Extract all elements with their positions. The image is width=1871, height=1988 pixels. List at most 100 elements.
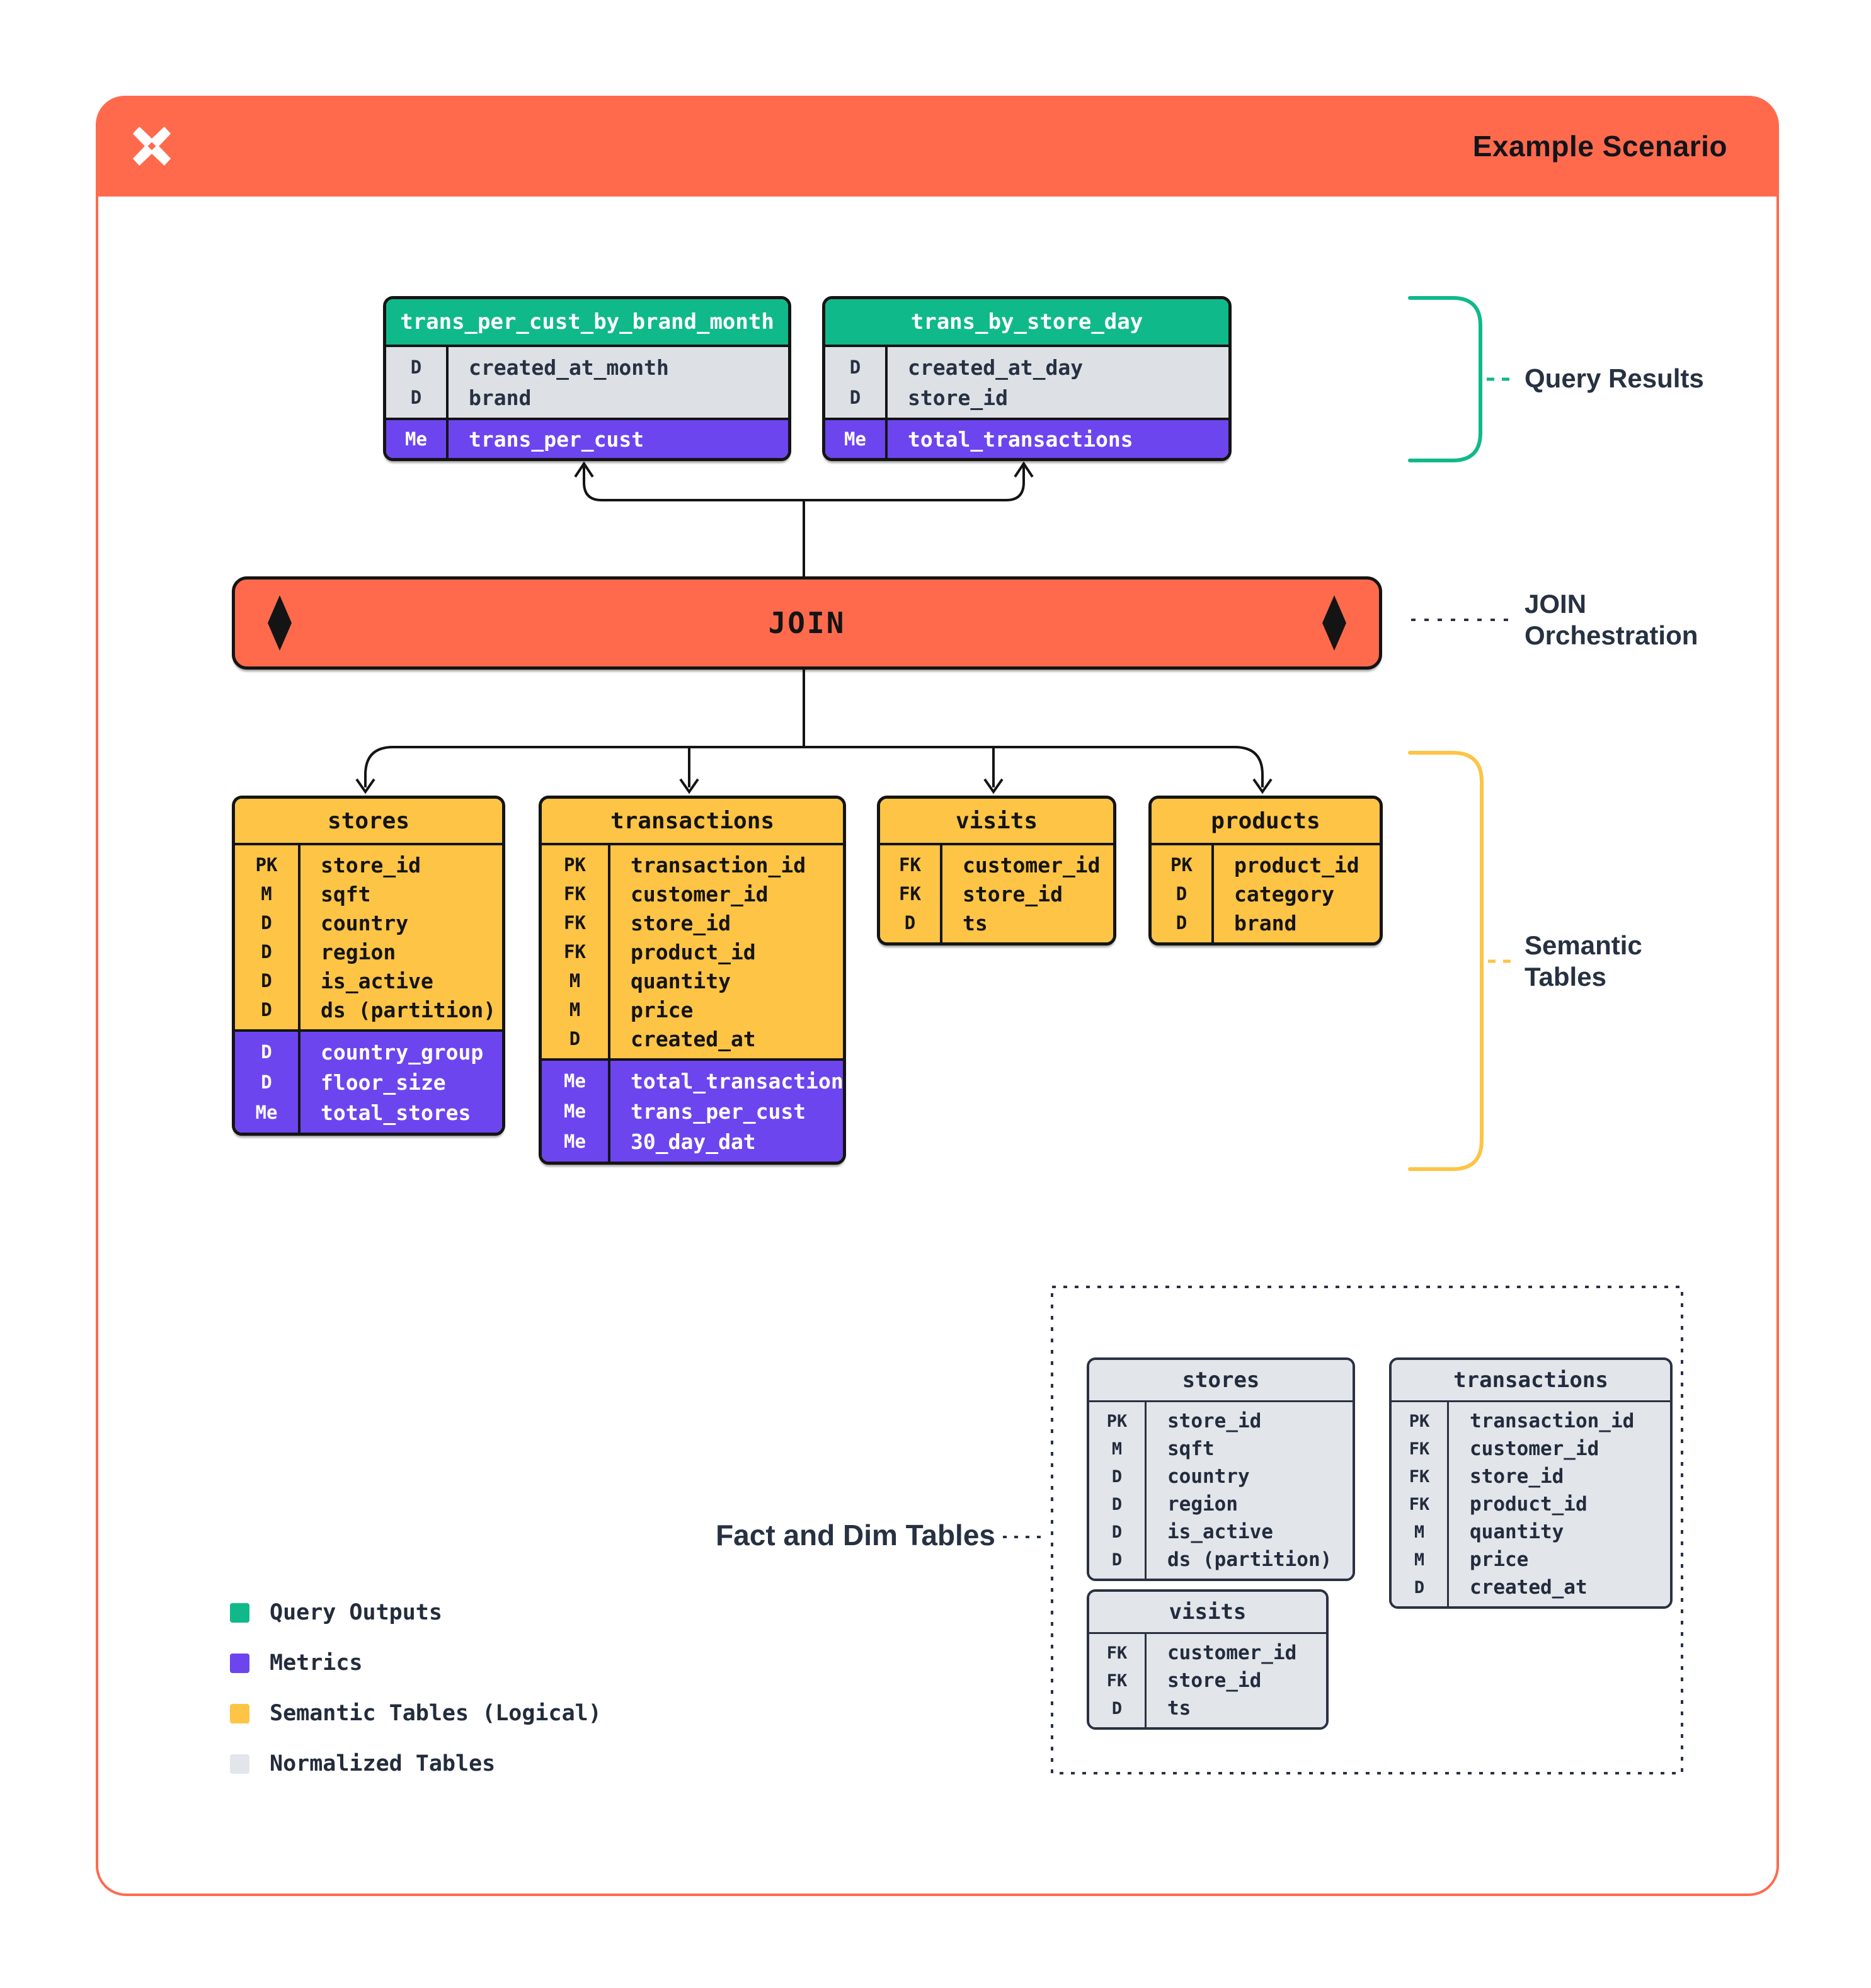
table-title: stores <box>1089 1360 1353 1400</box>
row-name: quantity <box>1470 1521 1564 1543</box>
row-name: is_active <box>1167 1521 1273 1543</box>
legend-label: Semantic Tables (Logical) <box>270 1701 602 1726</box>
row-key: Me <box>405 428 427 450</box>
row-key: D <box>261 941 272 963</box>
table-row: FK store_id <box>542 908 843 937</box>
semantic-tables-label: Semantic Tables <box>1525 930 1642 993</box>
row-key: M <box>569 970 581 991</box>
row-key: M <box>261 883 272 905</box>
diamond-icon <box>268 595 292 651</box>
legend: Query Outputs Metrics Semantic Tables (L… <box>230 1600 602 1776</box>
legend-item: Metrics <box>230 1650 602 1676</box>
semantic-tables-line2: Tables <box>1525 962 1606 992</box>
row-key: M <box>1414 1550 1425 1570</box>
row-name: brand <box>1234 910 1297 935</box>
row-name: store_id <box>321 852 421 877</box>
row-key: D <box>849 357 861 378</box>
row-key: Me <box>844 428 866 450</box>
row-key: D <box>261 999 272 1020</box>
query-results-label: Query Results <box>1525 363 1704 393</box>
row-key: FK <box>899 854 921 876</box>
row-name: store_id <box>908 385 1008 410</box>
row-key: D <box>849 387 861 408</box>
row-key: FK <box>1409 1439 1430 1459</box>
row-key: D <box>1111 1466 1123 1487</box>
join-orchestration-label: JOIN Orchestration <box>1525 588 1698 652</box>
row-name: store_id <box>1470 1465 1564 1488</box>
table-row: FK store_id <box>1089 1667 1326 1694</box>
legend-swatch-icon <box>230 1754 249 1774</box>
row-name: total_transactions <box>908 426 1133 452</box>
row-key: M <box>1111 1439 1123 1459</box>
row-name: store_id <box>1167 1669 1262 1692</box>
table-title: products <box>1152 799 1380 843</box>
legend-label: Query Outputs <box>270 1600 442 1625</box>
row-key: D <box>1111 1522 1123 1542</box>
row-key: D <box>261 970 272 991</box>
row-name: country <box>1167 1465 1250 1488</box>
legend-swatch-icon <box>230 1602 249 1623</box>
row-key: FK <box>564 912 586 934</box>
row-key: D <box>1111 1550 1123 1570</box>
row-key: D <box>410 387 422 408</box>
row-name: store_id <box>963 881 1063 906</box>
metric-rows: Me total_transactions <box>825 418 1228 458</box>
table-row: Me total_stores <box>235 1097 502 1128</box>
row-name: created_at <box>631 1026 756 1051</box>
row-name: store_id <box>631 910 731 935</box>
row-key: D <box>261 1041 272 1063</box>
row-name: region <box>1167 1493 1238 1516</box>
row-key: D <box>1176 912 1187 934</box>
table-row: Me trans_per_cust <box>542 1096 843 1126</box>
row-key: PK <box>564 854 586 876</box>
row-name: ts <box>1167 1697 1191 1720</box>
row-key: Me <box>564 1100 586 1122</box>
table-row: FK store_id <box>880 879 1113 908</box>
row-key: FK <box>1106 1643 1128 1663</box>
row-name: trans_per_cust <box>469 426 644 452</box>
row-key: D <box>261 912 272 934</box>
row-key: D <box>1414 1577 1425 1597</box>
row-key: Me <box>255 1102 278 1123</box>
row-key: M <box>1414 1522 1425 1542</box>
row-key: D <box>569 1028 581 1049</box>
legend-label: Normalized Tables <box>270 1751 496 1776</box>
row-key: Me <box>564 1131 586 1152</box>
row-key: FK <box>1106 1671 1128 1691</box>
table-title: trans_per_cust_by_brand_month <box>386 299 788 345</box>
row-key: PK <box>1106 1411 1128 1431</box>
row-name: total_stores <box>321 1100 471 1125</box>
row-name: country_group <box>321 1039 484 1065</box>
row-key: Me <box>564 1070 586 1092</box>
row-name: is_active <box>321 968 433 993</box>
row-name: total_transactions <box>631 1068 846 1094</box>
row-name: region <box>321 939 396 964</box>
row-name: country <box>321 910 409 935</box>
diamond-icon <box>1322 595 1346 651</box>
row-key: FK <box>899 883 921 905</box>
row-name: trans_per_cust <box>631 1099 806 1124</box>
